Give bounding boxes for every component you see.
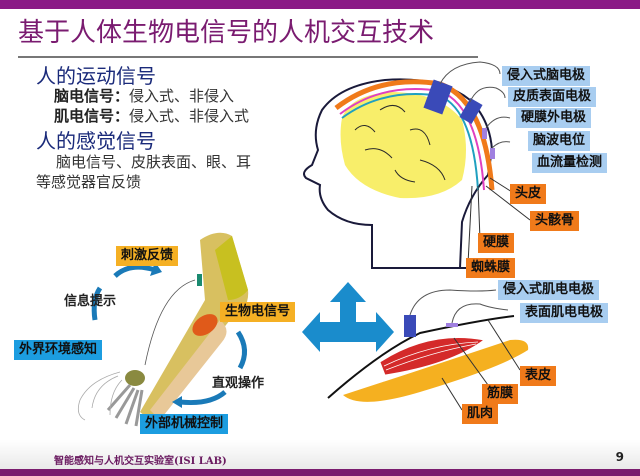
label-arachnoid: 蜘蛛膜 <box>466 258 516 278</box>
label-dura: 硬膜 <box>478 233 515 253</box>
top-accent-bar <box>0 0 640 9</box>
label-intuitive-operation: 直观操作 <box>212 376 265 391</box>
label-epidermis: 表皮 <box>520 366 557 386</box>
invasive-brain-electrode-icon <box>423 79 453 115</box>
label-stimulus-feedback: 刺激反馈 <box>116 246 179 266</box>
sensory-line-1: 脑电信号、皮肤表面、眼、耳 <box>56 153 252 171</box>
invasive-muscle-electrode-icon <box>404 315 416 337</box>
eeg-label: 脑电信号： <box>54 87 130 105</box>
skin-line <box>327 315 515 399</box>
motion-signal-heading: 人的运动信号 <box>36 64 156 88</box>
footer-lab-name: 智能感知与人机交互实验室(ISI LAB) <box>54 456 227 467</box>
cycle-arrow-left <box>91 286 103 321</box>
label-blood-flow: 血流量检测 <box>532 153 608 173</box>
muscle-sensor-icon <box>192 314 218 336</box>
cycle-arrow-right <box>235 330 247 370</box>
label-cortical-electrode: 皮质表面电极 <box>508 87 597 107</box>
sensory-signal-heading: 人的感觉信号 <box>36 129 156 153</box>
fat-layer <box>343 339 529 402</box>
muscle-icon <box>379 337 485 376</box>
label-scalp: 头皮 <box>510 184 547 204</box>
label-surface-emg-electrode: 表面肌电电极 <box>520 303 609 323</box>
label-skull: 头骸骨 <box>530 211 580 231</box>
label-bioelectric-signal: 生物电信号 <box>220 302 296 322</box>
label-muscle: 肌肉 <box>462 404 499 424</box>
label-epidural-electrode: 硬膜外电极 <box>516 108 592 128</box>
label-invasive-emg-electrode: 侵入式肌电电极 <box>498 280 600 300</box>
title-divider <box>18 56 478 58</box>
page-number: 9 <box>615 450 624 464</box>
label-env-perception: 外界环境感知 <box>14 340 103 360</box>
emg-line: 肌电信号：侵入式、非侵入式 <box>54 105 249 126</box>
label-brainwave-potential: 脑波电位 <box>528 131 591 151</box>
cycle-arrow-bottom <box>179 390 227 405</box>
sensory-line-2: 等感觉器官反馈 <box>36 173 142 191</box>
surface-muscle-electrode-icon <box>446 323 458 327</box>
label-external-control: 外部机械控制 <box>140 414 229 434</box>
label-fascia: 筋膜 <box>482 384 519 404</box>
emg-value: 侵入式、非侵入式 <box>129 107 250 125</box>
emg-label: 肌电信号： <box>54 107 130 125</box>
multi-direction-arrow-icon <box>302 282 394 352</box>
cycle-arrow-top <box>113 264 156 278</box>
label-info-prompt: 信息提示 <box>64 294 117 309</box>
eeg-line: 脑电信号：侵入式、非侵入 <box>54 85 234 106</box>
eeg-value: 侵入式、非侵入 <box>129 87 235 105</box>
bottom-accent-bar <box>0 469 640 476</box>
head-outline-icon <box>303 78 494 269</box>
brain-icon <box>340 92 466 199</box>
cortical-electrode-icon <box>459 97 483 125</box>
label-invasive-brain-electrode: 侵入式脑电极 <box>502 66 591 86</box>
slide-title: 基于人体生物电信号的人机交互技术 <box>18 18 435 48</box>
